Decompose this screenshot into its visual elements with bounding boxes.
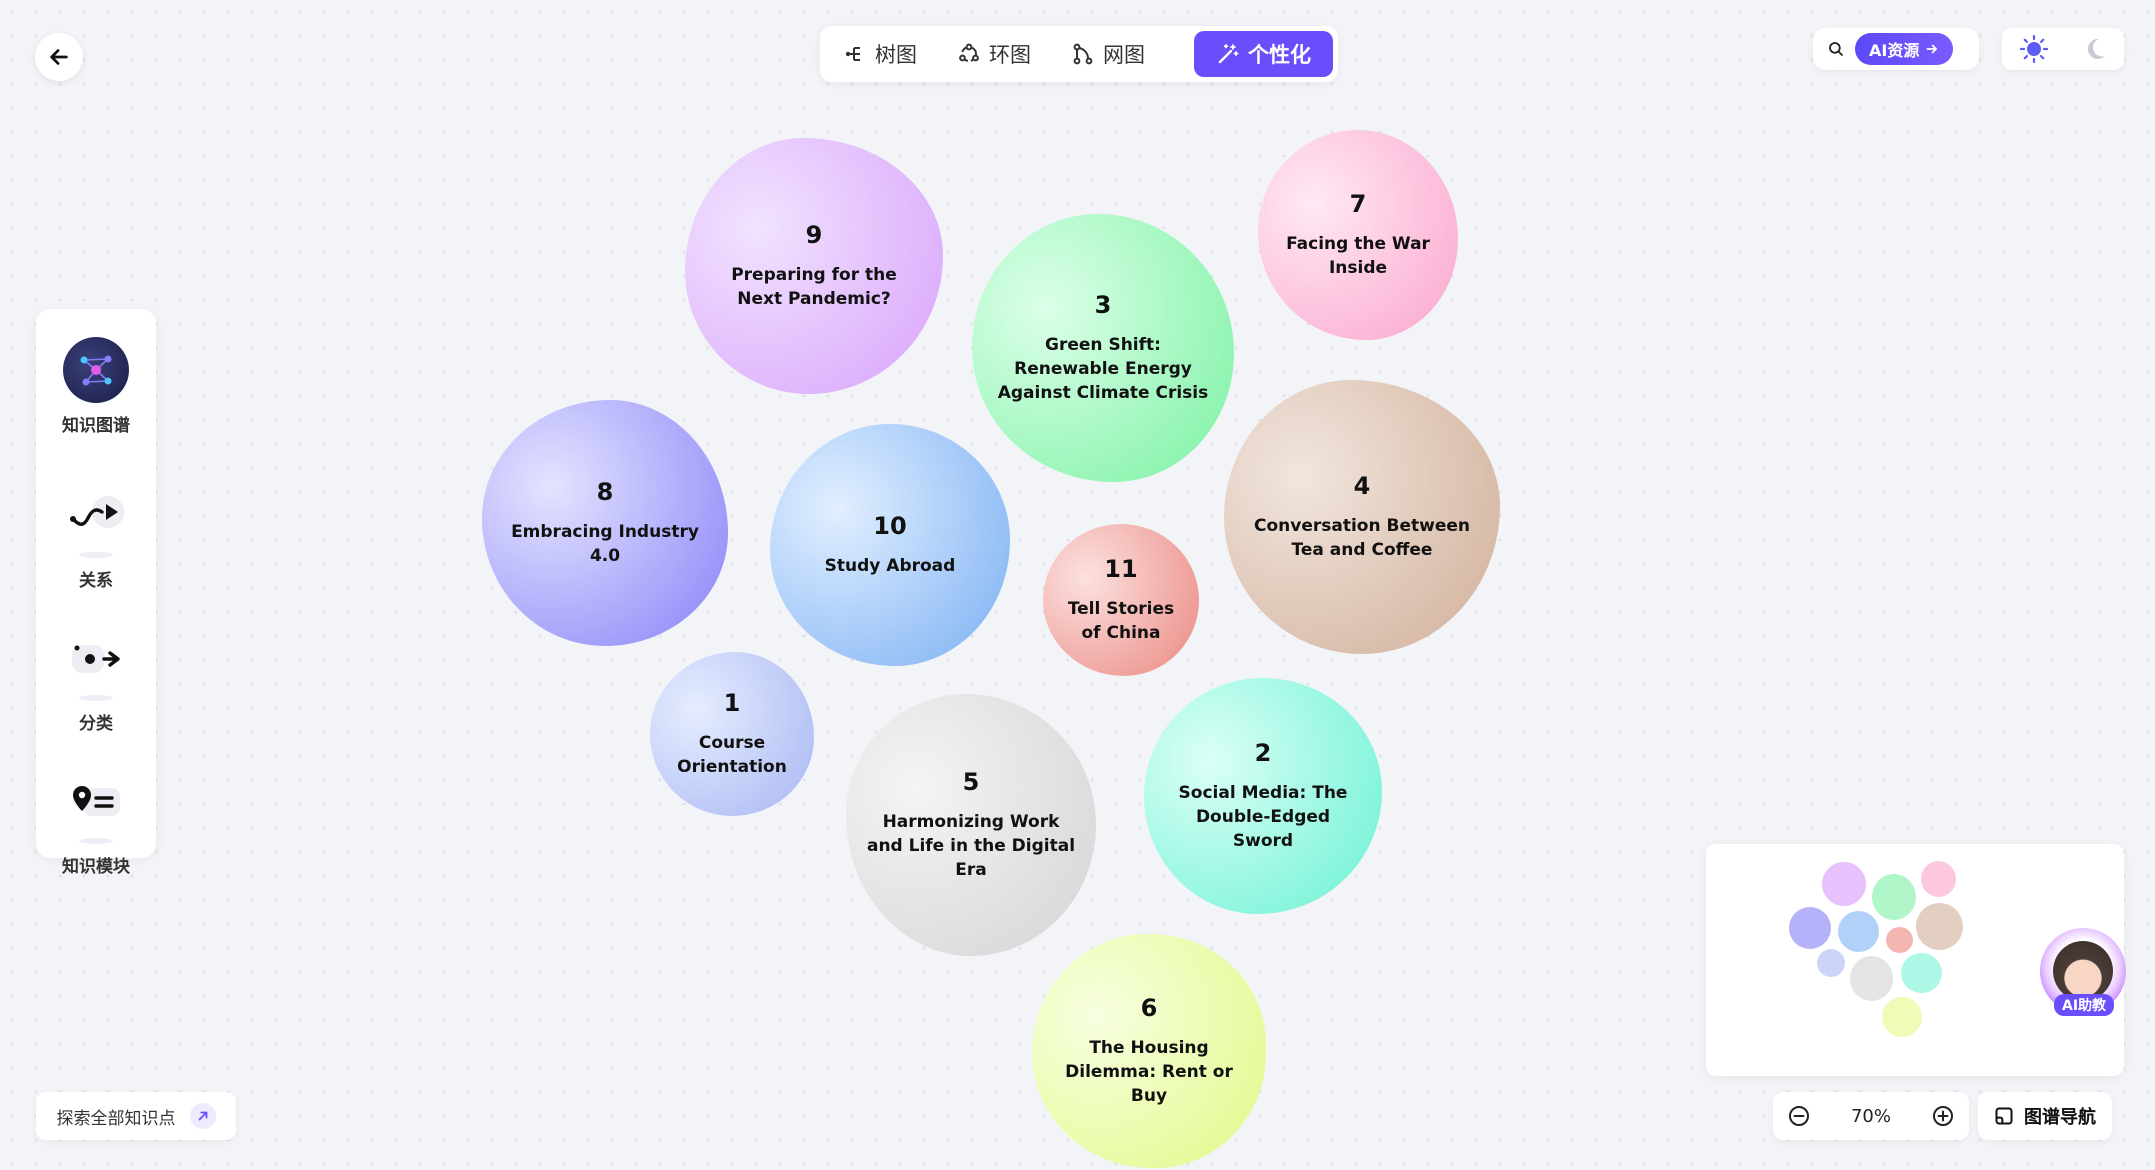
graph-navigation-label: 图谱导航: [2024, 1107, 2096, 1128]
search-icon[interactable]: [1827, 40, 1845, 58]
topic-number: 10: [873, 511, 907, 540]
topic-number: 3: [1094, 290, 1112, 319]
view-switcher: 树图 环图 网图 个性化: [820, 26, 1338, 82]
tab-ring[interactable]: 环图: [939, 31, 1049, 77]
sidebar-item-category[interactable]: 分类: [36, 627, 156, 734]
ai-assistant-label: AI助教: [2054, 994, 2115, 1016]
topic-title: Facing the War Inside: [1286, 233, 1430, 278]
topic-number: 9: [805, 220, 823, 249]
topic-title: Tell Stories of China: [1067, 598, 1175, 643]
topic-bubble-2[interactable]: 2 Social Media: The Double-Edged Sword: [1144, 678, 1382, 914]
topic-title: Embracing Industry 4.0: [511, 521, 699, 566]
minimap-bubble: [1921, 861, 1956, 897]
module-icon: [63, 770, 129, 836]
tree-icon: [845, 47, 860, 61]
minimap-bubble: [1886, 927, 1913, 953]
arrow-right-icon: [1926, 44, 1938, 54]
topic-title: Conversation Between Tea and Coffee: [1254, 515, 1470, 560]
arrow-up-right-icon: [189, 1103, 216, 1129]
minimap-bubble: [1850, 956, 1893, 1001]
ai-resources-label: AI资源: [1869, 41, 1920, 60]
tab-personalize[interactable]: 个性化: [1194, 31, 1333, 77]
arrow-left-icon: [50, 49, 68, 65]
tab-tree[interactable]: 树图: [825, 31, 935, 77]
shadow-decor: [79, 552, 113, 558]
sidebar-item-label: 关系: [79, 571, 113, 591]
sidebar-item-label: 知识模块: [62, 857, 130, 877]
topic-title: The Housing Dilemma: Rent or Buy: [1065, 1037, 1233, 1107]
minimap-bubble: [1838, 911, 1879, 952]
shadow-decor: [79, 838, 113, 844]
shadow-decor: [79, 695, 113, 701]
topic-title: Study Abroad: [824, 555, 956, 576]
tab-tree-label: 树图: [875, 43, 917, 67]
graph-navigation-button[interactable]: 图谱导航: [1978, 1092, 2112, 1140]
tab-network-label: 网图: [1103, 43, 1145, 67]
zoom-out-button[interactable]: [1785, 1102, 1813, 1130]
topic-title: Course Orientation: [677, 732, 787, 777]
topic-bubble-9[interactable]: 9 Preparing for the Next Pandemic?: [685, 138, 943, 394]
theme-toggle: [2002, 28, 2124, 70]
zoom-in-button[interactable]: [1929, 1102, 1957, 1130]
topic-bubble-8[interactable]: 8 Embracing Industry 4.0: [482, 400, 728, 646]
topic-number: 7: [1349, 189, 1367, 218]
relation-icon: [63, 484, 129, 550]
zoom-out-icon: [1789, 1106, 1809, 1126]
topic-number: 8: [596, 477, 614, 506]
search-group: AI资源: [1813, 28, 1979, 70]
topic-title: Preparing for the Next Pandemic?: [731, 264, 897, 309]
topic-number: 5: [962, 767, 980, 796]
tab-network[interactable]: 网图: [1053, 31, 1163, 77]
minimap-bubble: [1882, 997, 1922, 1037]
tab-ring-label: 环图: [989, 43, 1031, 67]
topic-bubble-5[interactable]: 5 Harmonizing Work and Life in the Digit…: [846, 694, 1096, 956]
sidebar-item-module[interactable]: 知识模块: [36, 770, 156, 877]
knowledge-graph-icon: [63, 337, 129, 403]
minimap-bubble: [1789, 907, 1831, 949]
explore-all-button[interactable]: 探索全部知识点: [36, 1092, 236, 1140]
ai-assistant-button[interactable]: AI助教: [2040, 928, 2128, 1024]
back-button[interactable]: [35, 33, 83, 81]
navigation-map-icon: [1995, 1107, 2013, 1125]
minimap-bubble: [1817, 949, 1845, 977]
zoom-controls: 70%: [1773, 1092, 1969, 1140]
sidebar-item-relation[interactable]: 关系: [36, 484, 156, 591]
minimap-bubble: [1916, 903, 1963, 950]
sun-icon[interactable]: [2019, 34, 2049, 64]
minimap[interactable]: [1706, 844, 2124, 1076]
minimap-bubble: [1822, 862, 1866, 906]
topic-bubble-6[interactable]: 6 The Housing Dilemma: Rent or Buy: [1032, 934, 1266, 1168]
tab-personalize-label: 个性化: [1248, 43, 1311, 67]
left-sidebar: 知识图谱 关系 分类: [36, 309, 156, 877]
moon-icon[interactable]: [2082, 36, 2108, 62]
topic-title: Social Media: The Double-Edged Sword: [1178, 782, 1348, 852]
topic-bubble-10[interactable]: 10 Study Abroad: [770, 424, 1010, 666]
topic-bubble-4[interactable]: 4 Conversation Between Tea and Coffee: [1224, 380, 1500, 654]
ai-resources-button[interactable]: AI资源: [1855, 33, 1954, 65]
topic-number: 6: [1140, 993, 1158, 1022]
topic-number: 11: [1104, 554, 1138, 583]
topic-number: 2: [1254, 738, 1272, 767]
topic-bubble-11[interactable]: 11 Tell Stories of China: [1043, 524, 1199, 676]
ring-icon: [959, 43, 979, 62]
minimap-bubble: [1872, 874, 1916, 920]
topic-bubble-1[interactable]: 1 Course Orientation: [650, 652, 814, 816]
topic-number: 1: [723, 688, 741, 717]
explore-all-label: 探索全部知识点: [56, 1108, 176, 1129]
category-icon: [63, 627, 129, 693]
zoom-in-icon: [1932, 1106, 1953, 1126]
avatar-face: [2053, 941, 2113, 1001]
sidebar-item-label: 知识图谱: [62, 416, 130, 436]
sidebar-item-label: 分类: [79, 714, 113, 734]
sidebar-item-knowledge-graph[interactable]: 知识图谱: [36, 337, 156, 436]
topic-bubble-3[interactable]: 3 Green Shift: Renewable Energy Against …: [972, 214, 1234, 482]
topic-title: Green Shift: Renewable Energy Against Cl…: [997, 334, 1209, 404]
zoom-level: 70%: [1850, 1105, 1891, 1127]
magic-wand-icon: [1218, 44, 1239, 64]
network-icon: [1073, 43, 1093, 65]
topic-title: Harmonizing Work and Life in the Digital…: [866, 811, 1076, 881]
minimap-bubble: [1901, 953, 1942, 993]
topic-number: 4: [1353, 471, 1371, 500]
topic-bubble-7[interactable]: 7 Facing the War Inside: [1258, 130, 1458, 340]
